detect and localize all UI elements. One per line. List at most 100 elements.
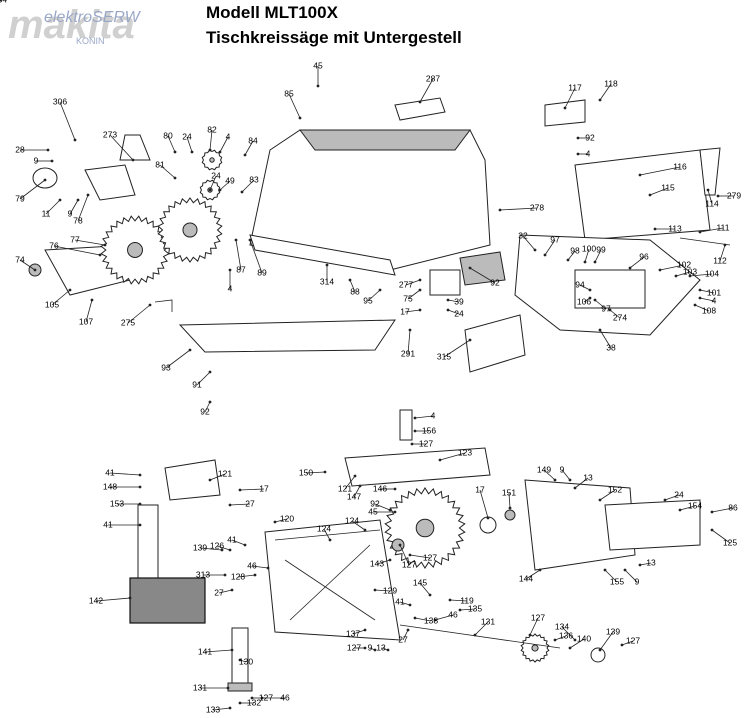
part-callout-label: 278 bbox=[530, 202, 544, 212]
part-callout-label: 128 bbox=[231, 571, 245, 581]
callout-leader bbox=[599, 329, 612, 349]
part-callout-label: 146 bbox=[373, 483, 387, 493]
callout-leader bbox=[447, 299, 460, 303]
callout-leader bbox=[525, 569, 541, 580]
callout-leader bbox=[19, 179, 46, 200]
part-132-base bbox=[227, 682, 253, 692]
callout-leader bbox=[679, 505, 696, 511]
part-callout-label: 127 bbox=[347, 642, 361, 652]
part-callout-label: 9 bbox=[635, 576, 640, 586]
part-callout-label: 9 bbox=[68, 208, 73, 218]
callout-leader bbox=[402, 629, 409, 641]
part-39-bracket bbox=[429, 269, 461, 296]
part-callout-label: 81 bbox=[155, 159, 165, 169]
part-callout-label: 95 bbox=[363, 295, 373, 305]
part-callout-label: 100 bbox=[582, 243, 596, 253]
callout-dot bbox=[653, 227, 657, 231]
callout-dot bbox=[393, 487, 397, 491]
callout-dot bbox=[358, 484, 362, 488]
part-callout-label: 102 bbox=[677, 259, 691, 269]
callout-dot bbox=[508, 506, 512, 510]
callout-dot bbox=[388, 508, 392, 512]
callout-leader bbox=[639, 166, 681, 176]
callout-dot bbox=[598, 98, 602, 102]
callout-leader bbox=[621, 640, 634, 646]
part-callout-label: 274 bbox=[613, 312, 627, 322]
callout-leader bbox=[229, 503, 251, 506]
callout-leader bbox=[77, 194, 89, 222]
callout-dot bbox=[638, 563, 642, 567]
part-callout-label: 136 bbox=[559, 630, 573, 640]
part-callout-label: 32 bbox=[518, 230, 528, 240]
part-callout-label: 17 bbox=[400, 306, 410, 316]
part-callout-label: 78 bbox=[73, 215, 83, 225]
callout-dot bbox=[353, 474, 357, 478]
callout-leader bbox=[241, 179, 255, 193]
part-callout-label: 4 bbox=[712, 295, 717, 305]
callout-leader bbox=[237, 574, 256, 578]
part-151-flange bbox=[479, 516, 497, 534]
part-callout-label: 152 bbox=[608, 484, 622, 494]
blade-guard bbox=[84, 164, 136, 201]
part-callout-label: 314 bbox=[320, 276, 334, 286]
part-callout-label: 24 bbox=[182, 131, 192, 141]
callout-dot bbox=[438, 458, 442, 462]
callout-dot bbox=[408, 603, 412, 607]
callout-leader bbox=[649, 187, 669, 196]
part-callout-label: 4 bbox=[228, 283, 233, 293]
callout-leader bbox=[219, 180, 231, 191]
callout-dot bbox=[528, 633, 532, 637]
callout-dot bbox=[86, 193, 90, 197]
callout-dot bbox=[208, 478, 212, 482]
callout-dot bbox=[208, 148, 212, 152]
part-callout-label: 132 bbox=[247, 697, 261, 707]
part-callout-label: 155 bbox=[610, 576, 624, 586]
callout-leader bbox=[186, 136, 193, 153]
callout-dot bbox=[43, 178, 47, 182]
callout-dot bbox=[533, 248, 537, 252]
part-callout-label: 9 bbox=[560, 464, 565, 474]
callout-dot bbox=[446, 308, 450, 312]
callout-dot bbox=[706, 188, 710, 192]
part-callout-label: 129 bbox=[383, 585, 397, 595]
callout-dot bbox=[363, 646, 367, 650]
part-callout-label: 80 bbox=[163, 130, 173, 140]
callout-dot bbox=[220, 548, 224, 552]
part-callout-label: 105 bbox=[45, 299, 59, 309]
part-273-triangle bbox=[119, 134, 151, 161]
callout-dot bbox=[698, 230, 702, 234]
part-154-plate bbox=[604, 499, 701, 551]
callout-leader bbox=[209, 129, 213, 151]
callout-dot bbox=[693, 303, 697, 307]
part-callout-label: 145 bbox=[413, 577, 427, 587]
callout-leader bbox=[474, 621, 489, 636]
part-callout-label: 127 bbox=[531, 612, 545, 622]
callout-dot bbox=[710, 510, 714, 514]
part-callout-label: 24 bbox=[454, 308, 464, 318]
callout-dot bbox=[33, 268, 37, 272]
callout-leader bbox=[95, 597, 131, 602]
part-callout-label: 82 bbox=[207, 124, 217, 134]
callout-dot bbox=[238, 488, 242, 492]
part-120-column bbox=[137, 504, 159, 591]
callout-dot bbox=[218, 150, 222, 154]
part-callout-label: 127 bbox=[626, 635, 640, 645]
callout-dot bbox=[413, 429, 417, 433]
callout-leader bbox=[419, 78, 434, 103]
part-callout-label: 89 bbox=[257, 267, 267, 277]
callout-dot bbox=[583, 260, 587, 264]
callout-leader bbox=[564, 87, 576, 109]
part-callout-label: 24 bbox=[211, 170, 221, 180]
rip-fence-plate bbox=[574, 149, 711, 241]
callout-leader bbox=[561, 469, 571, 481]
callout-dot bbox=[226, 686, 230, 690]
callout-leader bbox=[367, 289, 381, 302]
callout-dot bbox=[238, 658, 242, 662]
part-82-gear-hub bbox=[209, 157, 215, 163]
callout-leader bbox=[212, 707, 231, 711]
callout-leader bbox=[249, 239, 263, 274]
callout-leader bbox=[407, 329, 411, 355]
part-callout-label: 96 bbox=[639, 251, 649, 261]
callout-leader bbox=[659, 264, 685, 271]
